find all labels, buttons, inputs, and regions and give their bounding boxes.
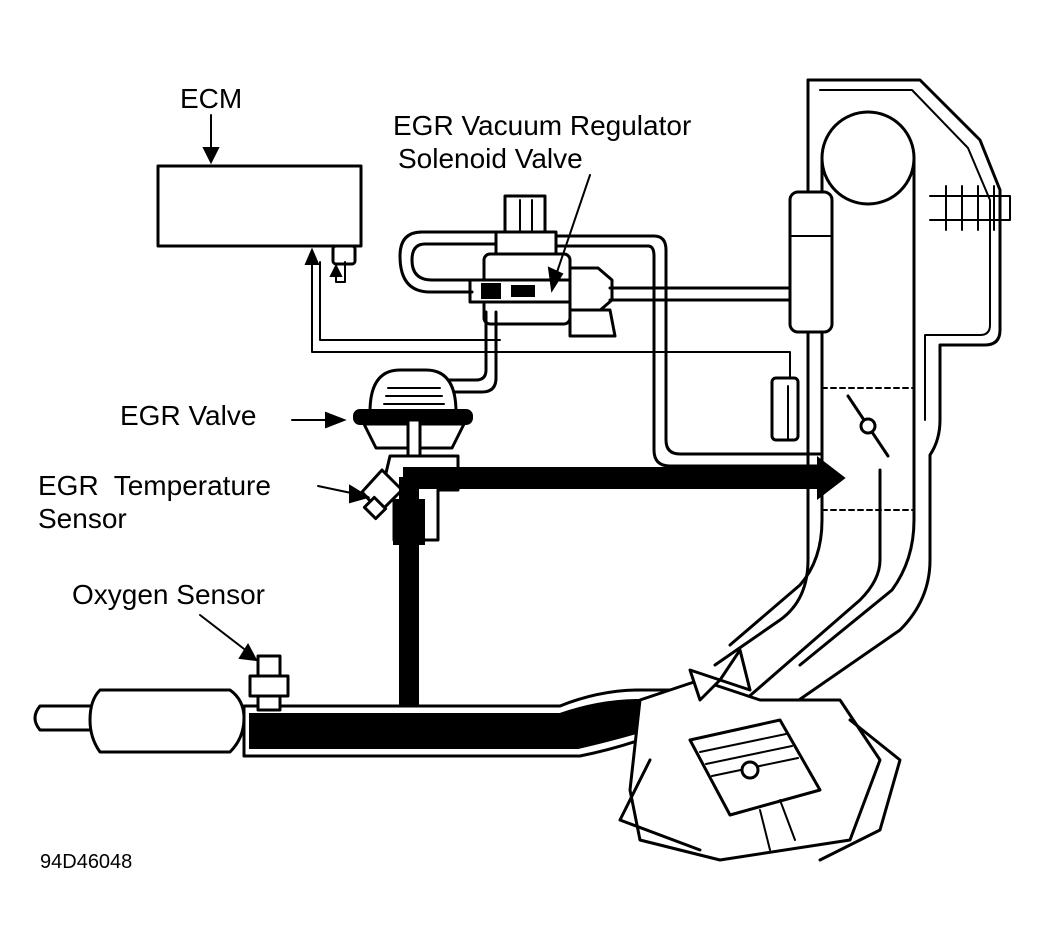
vacuum-regulator-label-line1: EGR Vacuum Regulator	[393, 110, 691, 141]
ecm-signal-wires	[304, 247, 791, 381]
egr-valve-label: EGR Valve	[120, 400, 256, 431]
figure-id-label: 94D46048	[40, 851, 132, 873]
exhaust-gas-flow	[393, 455, 846, 719]
temp-sensor-label-line1: EGR Temperature	[38, 470, 271, 501]
exhaust-system	[33, 614, 722, 758]
vacuum-regulator-label-line2: Solenoid Valve	[398, 143, 583, 174]
oxygen-sensor-label: Oxygen Sensor	[72, 579, 265, 610]
vacuum-pipe-to-intake	[608, 286, 822, 302]
ecm-unit	[156, 114, 363, 266]
egr-valve-arrow	[291, 411, 347, 429]
intake-plenum	[713, 78, 1011, 722]
vacuum-hoses	[398, 230, 822, 468]
temp-sensor-arrow	[317, 484, 371, 504]
vacuum-regulator-solenoid-valve	[468, 174, 617, 338]
ecm-label: ECM	[180, 83, 242, 114]
engine-cylinder	[618, 648, 902, 862]
temp-sensor-label-line2: Sensor	[38, 503, 127, 534]
